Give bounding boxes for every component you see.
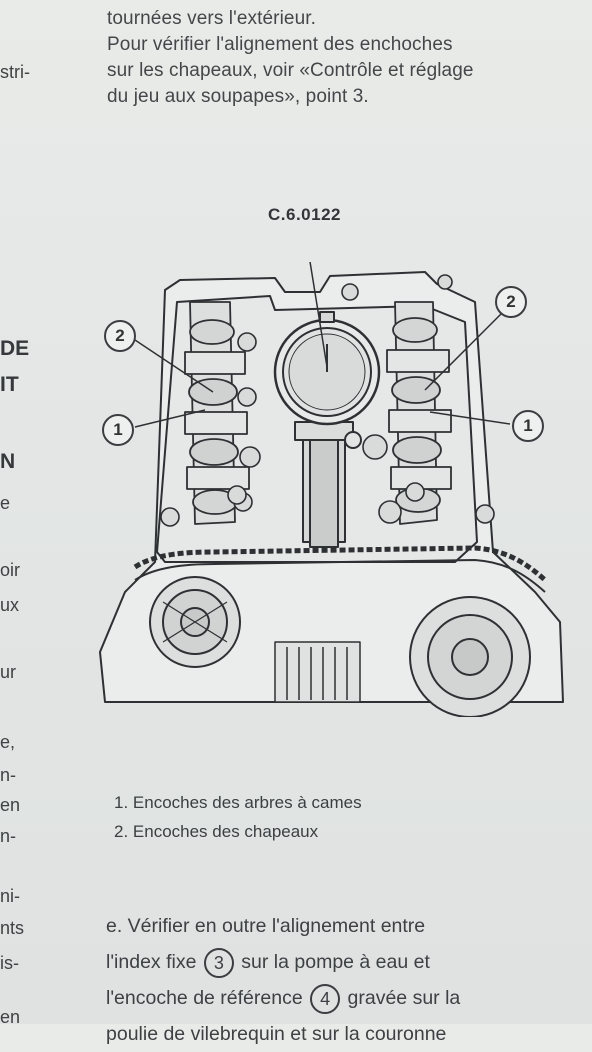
bottom-line-3: l'encoche de référence 4 gravée sur la bbox=[106, 980, 576, 1016]
left-fragment: n- bbox=[0, 826, 17, 846]
callout-right-bottom: 1 bbox=[512, 410, 544, 442]
left-fragment: ux bbox=[0, 595, 20, 615]
top-paragraph: tournées vers l'extérieur. Pour vérifier… bbox=[107, 6, 577, 110]
callout-left-bottom: 1 bbox=[102, 414, 134, 446]
left-fragment: is- bbox=[0, 953, 19, 973]
bottom-paragraph: e. Vérifier en outre l'alignement entre … bbox=[106, 908, 576, 1052]
manual-page: tournées vers l'extérieur. Pour vérifier… bbox=[0, 6, 577, 1045]
left-fragment: DE bbox=[0, 337, 30, 360]
bottom-line-2-end: sur la pompe à eau et bbox=[241, 951, 430, 973]
left-fragment: ni- bbox=[0, 886, 21, 906]
left-fragment: e bbox=[0, 493, 11, 513]
left-fragment: nts bbox=[0, 918, 25, 938]
callout-right-top: 2 bbox=[495, 286, 527, 318]
bottom-line-3-end: gravée sur la bbox=[347, 987, 461, 1009]
bottom-line-2: l'index fixe 3 sur la pompe à eau et bbox=[106, 944, 576, 980]
callout-left-top: 2 bbox=[104, 320, 136, 352]
legend-item-1: 1. Encoches des arbres à cames bbox=[114, 793, 362, 812]
bottom-line-3-start: l'encoche de référence bbox=[106, 987, 303, 1009]
left-fragment: en bbox=[0, 795, 21, 815]
top-line-3: sur les chapeaux, voir «Contrôle et régl… bbox=[107, 60, 474, 81]
camshaft-diagram bbox=[99, 262, 564, 717]
left-fragment: en bbox=[0, 1007, 21, 1027]
left-fragment: oir bbox=[0, 560, 21, 580]
figure-legend: 1. Encoches des arbres à cames 2. Encoch… bbox=[114, 788, 362, 846]
bottom-line-2-start: l'index fixe bbox=[106, 951, 197, 973]
legend-item-2: 2. Encoches des chapeaux bbox=[114, 822, 319, 841]
left-fragment: n- bbox=[0, 765, 17, 785]
top-line-4: du jeu aux soupapes», point 3. bbox=[107, 86, 369, 107]
reference-number-3: 3 bbox=[203, 947, 234, 978]
reference-number-4: 4 bbox=[310, 983, 341, 1014]
left-fragment: stri- bbox=[0, 62, 30, 82]
bottom-line-4: poulie de vilebrequin et sur la couronne bbox=[106, 1023, 447, 1045]
bottom-line-1: e. Vérifier en outre l'alignement entre bbox=[106, 915, 426, 937]
left-fragment: IT bbox=[0, 373, 19, 396]
top-line-1: tournées vers l'extérieur. bbox=[107, 8, 316, 29]
left-fragment: N bbox=[0, 450, 16, 473]
left-fragment: ur bbox=[0, 662, 17, 682]
left-fragment: e, bbox=[0, 732, 16, 752]
tool-label: C.6.0122 bbox=[268, 205, 341, 224]
top-line-2: Pour vérifier l'alignement des enchoches bbox=[107, 34, 453, 55]
